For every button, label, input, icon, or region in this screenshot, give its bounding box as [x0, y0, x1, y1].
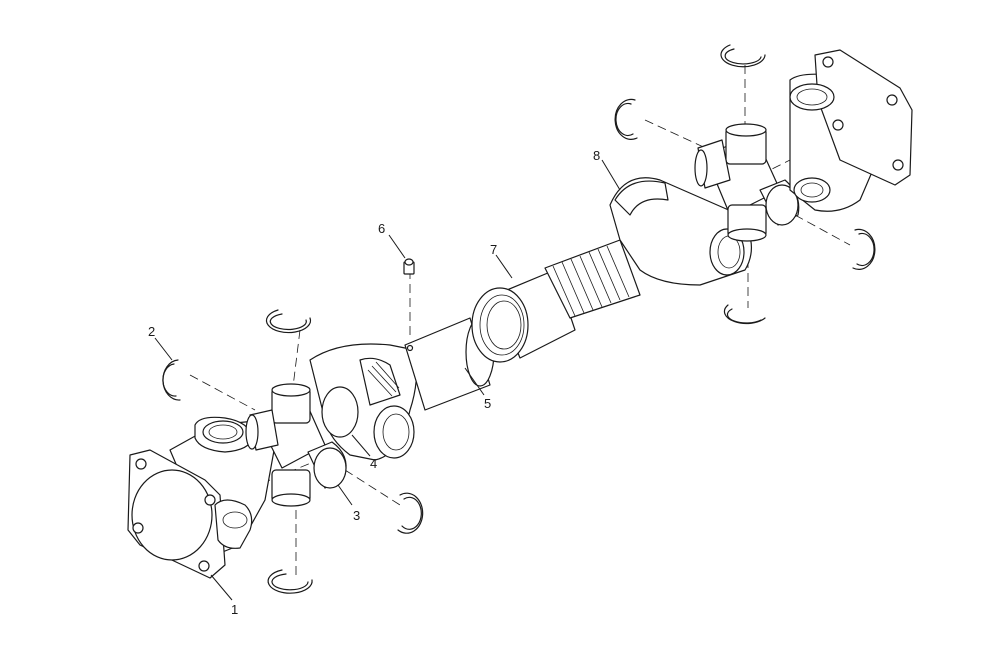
grease-fitting	[403, 258, 415, 275]
callout-5: 5	[484, 396, 491, 411]
snap-ring-right-bottom	[723, 304, 766, 325]
flange-yoke-left	[127, 416, 276, 579]
slip-yoke	[309, 343, 418, 461]
snap-ring-left-upper	[162, 359, 181, 401]
splined-yoke-right	[544, 177, 752, 319]
callout-3: 3	[353, 508, 360, 523]
callout-7: 7	[490, 242, 497, 257]
snap-ring-left-top	[265, 309, 312, 334]
snap-ring-right-left	[614, 98, 638, 140]
leader-lines	[154, 159, 621, 601]
snap-ring-right-right	[852, 228, 876, 270]
callout-6: 6	[378, 221, 385, 236]
spline-sleeve	[471, 269, 576, 363]
callout-8: 8	[593, 148, 600, 163]
snap-ring-right-top	[720, 44, 766, 68]
universal-joint-cross-right	[694, 123, 800, 242]
snap-ring-left-bottom	[267, 569, 313, 594]
callout-2: 2	[148, 324, 155, 339]
callout-1: 1	[231, 602, 238, 617]
callout-labels: 1 2 3 4 5 6 7 8	[148, 148, 600, 617]
callout-4: 4	[370, 456, 377, 471]
snap-ring-left-right	[397, 492, 424, 534]
universal-joint-cross-left	[245, 383, 347, 507]
flange-yoke-right	[789, 49, 913, 212]
